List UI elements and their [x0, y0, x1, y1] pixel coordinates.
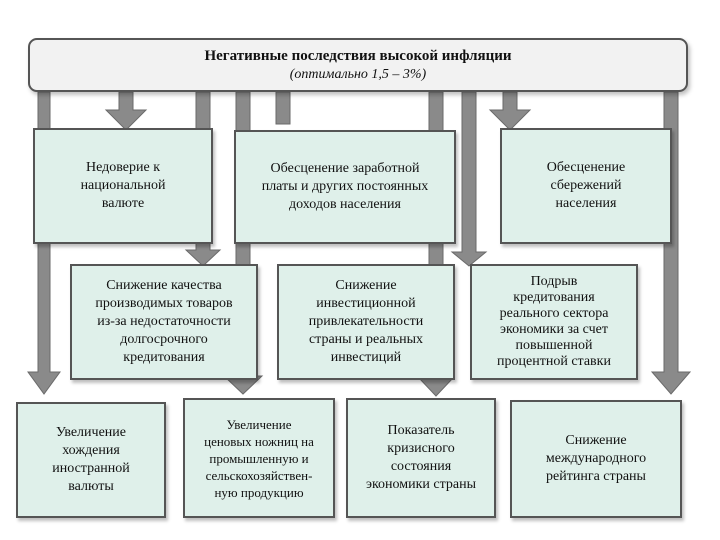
box-quality-decline: Снижение качества производимых товаров и…	[70, 264, 258, 380]
box-price-scissors: Увеличение ценовых ножниц на промышленну…	[183, 398, 335, 518]
box-quality-decline-text: Снижение качества производимых товаров и…	[95, 278, 233, 365]
title-box: Негативные последствия высокой инфляции …	[28, 38, 688, 92]
page-subtitle: (оптимально 1,5 – 3%)	[289, 66, 427, 82]
box-distrust-currency-text: Недоверие к национальной валюте	[80, 160, 166, 211]
arrow-to-distrust	[104, 91, 148, 131]
box-savings-depreciation: Обесценение сбережений населения	[500, 128, 672, 244]
box-distrust-currency: Недоверие к национальной валюте	[33, 128, 213, 244]
page-title: Негативные последствия высокой инфляции	[204, 47, 512, 64]
arrow-to-savings	[488, 91, 532, 131]
arrow-to-investment	[275, 91, 291, 125]
box-investment-attractiveness-text: Снижение инвестиционной привлекательност…	[308, 278, 424, 365]
box-foreign-currency-text: Увеличение хождения иностранной валюты	[52, 425, 130, 494]
box-credit-undermining-text: Подрыв кредитования реального сектора эк…	[497, 274, 611, 369]
box-price-scissors-text: Увеличение ценовых ножниц на промышленну…	[204, 416, 314, 500]
box-wage-depreciation: Обесценение заработной платы и других по…	[234, 130, 456, 244]
box-savings-depreciation-text: Обесценение сбережений населения	[546, 160, 626, 211]
box-crisis-indicator: Показатель кризисного состояния экономик…	[346, 398, 496, 518]
box-rating-decline-text: Снижение международного рейтинга страны	[545, 433, 647, 484]
box-wage-depreciation-text: Обесценение заработной платы и других по…	[261, 161, 429, 212]
arrow-to-credit	[450, 91, 488, 267]
box-rating-decline: Снижение международного рейтинга страны	[510, 400, 682, 518]
box-investment-attractiveness: Снижение инвестиционной привлекательност…	[277, 264, 455, 380]
box-foreign-currency: Увеличение хождения иностранной валюты	[16, 402, 166, 518]
box-credit-undermining: Подрыв кредитования реального сектора эк…	[470, 264, 638, 380]
box-crisis-indicator-text: Показатель кризисного состояния экономик…	[365, 423, 477, 492]
